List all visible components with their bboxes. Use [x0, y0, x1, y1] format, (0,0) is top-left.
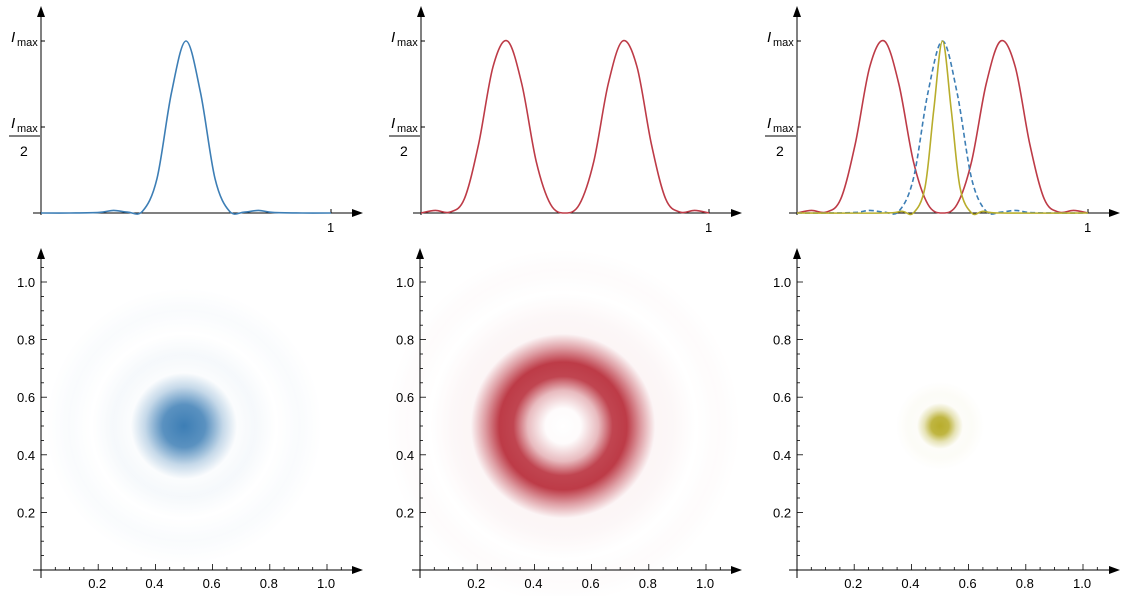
y-tick-label: 1.0 — [17, 275, 35, 290]
x-tick-label: 1.0 — [317, 576, 335, 591]
x-tick-label: 1 — [327, 220, 334, 235]
x-tick-label: 0.2 — [844, 576, 862, 591]
y-tick-label: 0.6 — [396, 390, 414, 405]
y-tick-label-imax-subscript: max — [397, 37, 418, 49]
y-tick-label: 1.0 — [773, 275, 791, 290]
y-tick-label: 0.6 — [17, 390, 35, 405]
x-axis-arrow — [352, 566, 363, 574]
x-axis-arrow — [731, 566, 742, 574]
series-line-blue-dashed — [796, 40, 1089, 215]
y-tick-label: 0.8 — [396, 333, 414, 348]
y-tick-label-imax-symbol: I — [391, 29, 395, 46]
y-tick-label: 0.2 — [396, 505, 414, 520]
x-tick-label: 0.6 — [582, 576, 600, 591]
x-tick-label: 0.8 — [1016, 576, 1034, 591]
y-tick-label-imax-symbol: I — [767, 29, 771, 46]
x-axis-arrow — [1109, 209, 1120, 217]
y-tick-label-imax-symbol: I — [11, 29, 15, 46]
y-tick-label-imax-half-subscript: max — [773, 123, 794, 135]
series-line-red — [420, 39, 710, 214]
x-tick-label: 1 — [705, 220, 712, 235]
y-tick-label-imax-half-symbol: I — [11, 115, 15, 132]
y-axis-arrow — [793, 248, 801, 259]
series-line-red — [796, 39, 1089, 214]
y-tick-label-imax-half-subscript: max — [397, 123, 418, 135]
x-tick-label: 1.0 — [696, 576, 714, 591]
x-tick-label: 0.4 — [145, 576, 163, 591]
x-tick-label: 0.2 — [467, 576, 485, 591]
y-axis-arrow — [37, 248, 45, 259]
y-tick-label-imax-half-symbol: I — [391, 115, 395, 132]
y-tick-label: 0.4 — [396, 448, 414, 463]
series-line-olive — [796, 40, 1089, 216]
series-line-blue — [40, 40, 332, 215]
y-tick-label: 0.8 — [17, 333, 35, 348]
y-tick-label-imax-half-denominator: 2 — [776, 143, 784, 159]
x-tick-label: 0.2 — [88, 576, 106, 591]
x-tick-label: 0.6 — [959, 576, 977, 591]
y-tick-label: 0.4 — [773, 448, 791, 463]
x-axis-arrow — [1109, 566, 1120, 574]
y-tick-label: 0.2 — [773, 505, 791, 520]
y-tick-label-imax-half-symbol: I — [767, 115, 771, 132]
x-tick-label: 0.6 — [203, 576, 221, 591]
x-tick-label: 0.8 — [260, 576, 278, 591]
density-image-olive — [762, 248, 1118, 596]
y-tick-label: 0.6 — [773, 390, 791, 405]
x-tick-label: 0.4 — [524, 576, 542, 591]
y-axis-arrow — [417, 6, 425, 17]
y-tick-label-imax-half-denominator: 2 — [20, 143, 28, 159]
x-axis-arrow — [731, 209, 742, 217]
y-axis-arrow — [37, 6, 45, 17]
x-axis-arrow — [352, 209, 363, 217]
y-tick-label-imax-half-subscript: max — [17, 123, 38, 135]
y-tick-label-imax-half-denominator: 2 — [400, 143, 408, 159]
density-image-blue — [6, 248, 362, 596]
y-tick-label: 0.4 — [17, 448, 35, 463]
y-tick-label: 0.8 — [773, 333, 791, 348]
panel-bottom-left: 0.2 0.4 0.6 0.8 1.0 0.2 0.4 0.6 0.8 1.0 — [6, 248, 362, 596]
panel-bottom-right: 0.2 0.4 0.6 0.8 1.0 0.2 0.4 0.6 0.8 1.0 — [762, 248, 1118, 596]
x-tick-label: 1 — [1084, 220, 1091, 235]
density-image-red — [385, 248, 741, 596]
y-tick-label: 0.2 — [17, 505, 35, 520]
x-tick-label: 1.0 — [1073, 576, 1091, 591]
panel-bottom-middle: 0.2 0.4 0.6 0.8 1.0 0.2 0.4 0.6 0.8 1.0 — [385, 248, 741, 596]
x-tick-label: 0.8 — [639, 576, 657, 591]
y-axis-arrow — [416, 248, 424, 259]
x-tick-label: 0.4 — [901, 576, 919, 591]
y-tick-label-imax-subscript: max — [773, 37, 794, 49]
y-axis-arrow — [793, 6, 801, 17]
y-tick-label: 1.0 — [396, 275, 414, 290]
y-tick-label-imax-subscript: max — [17, 37, 38, 49]
